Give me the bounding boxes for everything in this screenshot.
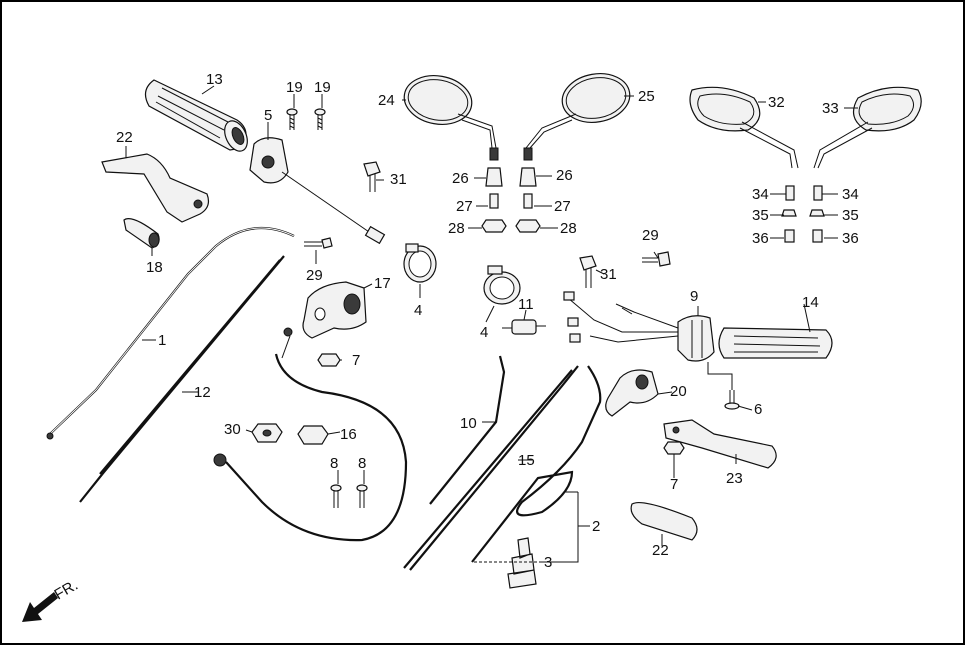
label-1: 1 bbox=[158, 332, 166, 349]
label-35-a: 35 bbox=[752, 207, 769, 224]
right-lever-part-23 bbox=[663, 419, 777, 469]
label-31-a: 31 bbox=[390, 171, 407, 188]
label-7-a: 7 bbox=[352, 352, 360, 369]
label-10: 10 bbox=[460, 415, 477, 432]
label-29-left: 29 bbox=[306, 267, 323, 284]
label-8-a: 8 bbox=[330, 455, 338, 472]
clamp-4-b bbox=[483, 265, 521, 305]
mirror-32 bbox=[689, 86, 799, 169]
left-lever-part bbox=[101, 153, 210, 223]
label-36-b: 36 bbox=[842, 230, 859, 247]
mirror-24 bbox=[403, 75, 497, 149]
switch-part-11 bbox=[502, 319, 546, 335]
label-7-b: 7 bbox=[670, 476, 678, 493]
label-14: 14 bbox=[802, 294, 819, 311]
screw-8-b bbox=[356, 484, 368, 508]
right-switch-housing-part-9 bbox=[563, 291, 733, 390]
label-9: 9 bbox=[690, 288, 698, 305]
mirror-25 bbox=[525, 73, 631, 149]
part-labels: 13 5 19 19 22 18 31 24 25 26 26 27 27 28… bbox=[116, 71, 859, 571]
clamp-4-a bbox=[403, 243, 437, 283]
screw-part-6 bbox=[724, 390, 740, 410]
label-11: 11 bbox=[518, 296, 534, 313]
right-grip-part-14 bbox=[718, 327, 833, 359]
label-34-b: 34 bbox=[842, 186, 859, 203]
label-6: 6 bbox=[754, 401, 762, 418]
label-18: 18 bbox=[146, 259, 163, 276]
label-29-right: 29 bbox=[642, 227, 659, 244]
label-24: 24 bbox=[378, 92, 395, 109]
bolt-29-right bbox=[642, 251, 671, 267]
label-3: 3 bbox=[544, 554, 552, 571]
label-4-a: 4 bbox=[414, 302, 422, 319]
cable-part-12 bbox=[79, 255, 285, 503]
label-36-a: 36 bbox=[752, 230, 769, 247]
mirror-hardware-left bbox=[481, 147, 507, 233]
label-28-b: 28 bbox=[560, 220, 577, 237]
label-4-b: 4 bbox=[480, 324, 488, 341]
label-21: 22 bbox=[652, 542, 669, 559]
mirror-hardware-right bbox=[515, 147, 541, 233]
label-28-a: 28 bbox=[448, 220, 465, 237]
bolt-29-left bbox=[304, 237, 333, 249]
label-26-b: 26 bbox=[556, 167, 573, 184]
label-32: 32 bbox=[768, 94, 785, 111]
boot-part-3 bbox=[507, 537, 537, 589]
label-19-a: 19 bbox=[286, 79, 303, 96]
label-23: 23 bbox=[726, 470, 743, 487]
leader-lines bbox=[125, 85, 858, 563]
label-15: 15 bbox=[518, 452, 535, 469]
cable-part-10 bbox=[429, 355, 506, 505]
left-grip-part bbox=[144, 79, 248, 152]
label-27-a: 27 bbox=[456, 198, 473, 215]
label-35-b: 35 bbox=[842, 207, 859, 224]
bolt-31-top bbox=[363, 161, 381, 192]
label-22: 22 bbox=[116, 129, 133, 146]
nut-30 bbox=[251, 423, 283, 443]
screw-19-b bbox=[314, 108, 326, 130]
cable-part-2 bbox=[471, 365, 602, 563]
screw-8-a bbox=[330, 484, 342, 508]
mirror-33 bbox=[813, 86, 922, 169]
label-2: 2 bbox=[592, 518, 600, 535]
label-33: 33 bbox=[822, 100, 839, 117]
nut-16 bbox=[297, 425, 329, 445]
label-31-b: 31 bbox=[600, 266, 617, 283]
cable-part-15 bbox=[403, 365, 579, 571]
nut-7-right bbox=[663, 441, 685, 455]
front-direction-arrow-icon bbox=[22, 592, 58, 622]
master-cylinder-part-20 bbox=[605, 369, 659, 417]
nut-7-left bbox=[317, 353, 341, 367]
label-30: 30 bbox=[224, 421, 241, 438]
throttle-housing-part bbox=[249, 137, 386, 245]
cover-part-21 bbox=[630, 502, 698, 541]
label-27-b: 27 bbox=[554, 198, 571, 215]
mirror-hardware-32 bbox=[781, 185, 797, 243]
label-34-a: 34 bbox=[752, 186, 769, 203]
label-16: 16 bbox=[340, 426, 357, 443]
clamp-part-17 bbox=[283, 281, 367, 339]
bolt-31-right bbox=[579, 255, 597, 288]
cable-part-1 bbox=[46, 226, 295, 440]
label-8-b: 8 bbox=[358, 455, 366, 472]
label-20: 20 bbox=[670, 383, 687, 400]
cable-hose-left bbox=[213, 335, 408, 542]
label-19-b: 19 bbox=[314, 79, 331, 96]
label-13: 13 bbox=[206, 71, 223, 88]
label-26-a: 26 bbox=[452, 170, 469, 187]
lever-cover-part-18 bbox=[123, 218, 160, 249]
label-25: 25 bbox=[638, 88, 655, 105]
screw-19-a bbox=[286, 108, 298, 130]
mirror-hardware-33 bbox=[809, 185, 825, 243]
label-17: 17 bbox=[374, 275, 391, 292]
label-12: 12 bbox=[194, 384, 211, 401]
label-5: 5 bbox=[264, 107, 272, 124]
